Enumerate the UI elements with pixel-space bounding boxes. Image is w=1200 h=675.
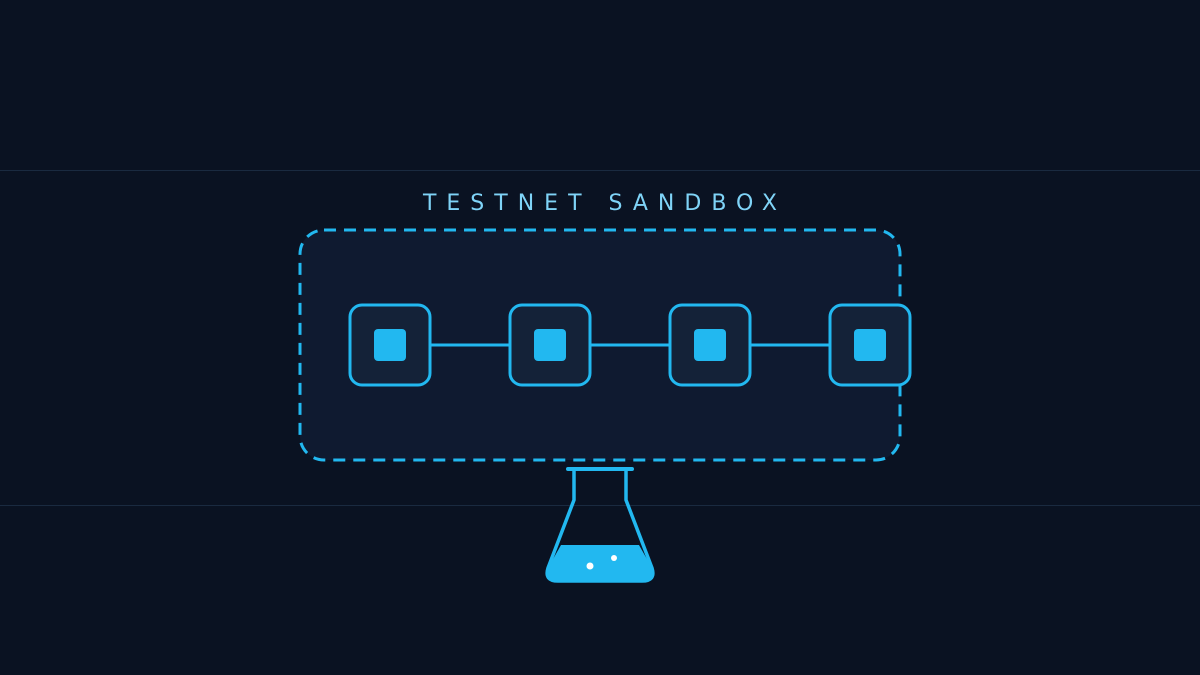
block-icon (534, 329, 566, 361)
chain-block (668, 303, 752, 387)
flask-bubble (586, 562, 594, 570)
divider-bottom (0, 505, 1200, 506)
block-icon (694, 329, 726, 361)
chain-block (348, 303, 432, 387)
block-icon (854, 329, 886, 361)
chain-blocks (348, 303, 912, 387)
sandbox-title: TESTNET SANDBOX (422, 191, 788, 216)
chain-block (508, 303, 592, 387)
flask-bubble (611, 555, 617, 561)
block-icon (374, 329, 406, 361)
flask-outline (545, 470, 655, 583)
flask-liquid (547, 545, 653, 581)
divider-top (0, 170, 1200, 171)
flask-icon (545, 467, 655, 583)
chain-block (828, 303, 912, 387)
